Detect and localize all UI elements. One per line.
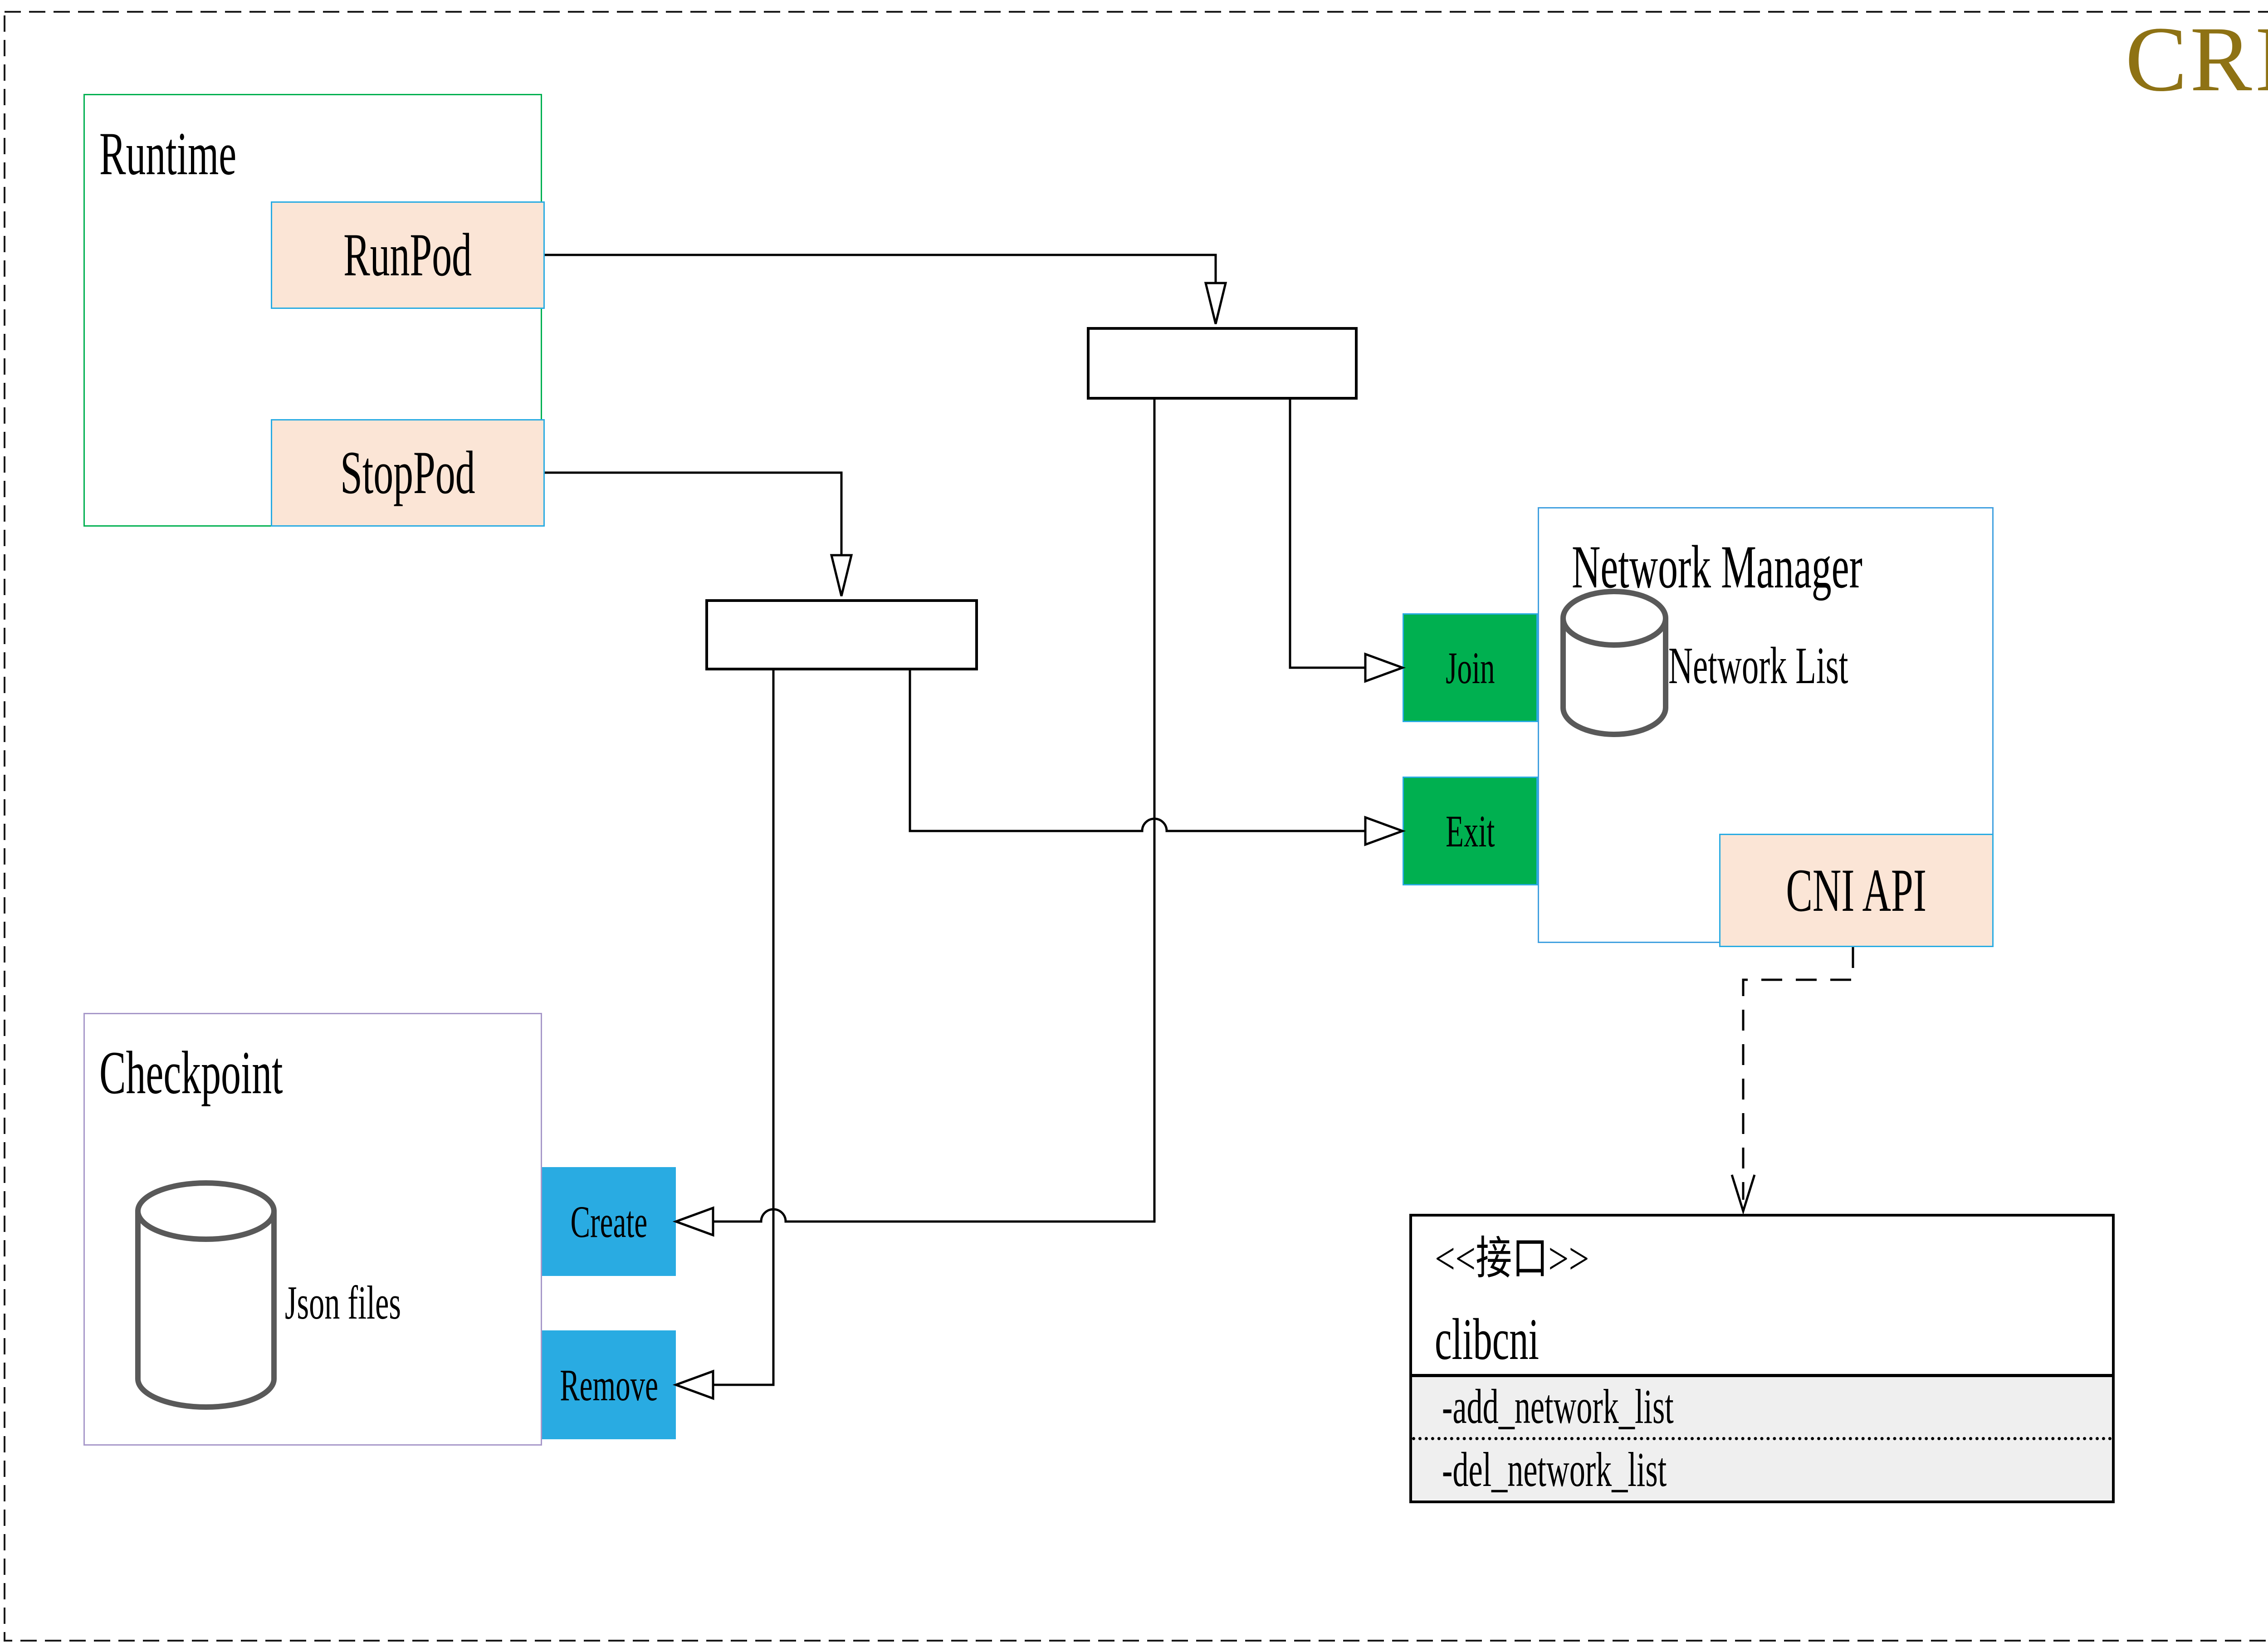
create-label: Create — [570, 1196, 648, 1247]
clibcni-title-section: <<接口>> clibcni — [1412, 1217, 2112, 1377]
interface-name: clibcni — [1435, 1307, 1539, 1372]
method-add-network-list: -add_network_list — [1442, 1380, 1674, 1434]
runtime-title: Runtime — [99, 120, 237, 188]
exit-node: Exit — [1403, 777, 1538, 885]
stop-pod-process-rect — [705, 599, 978, 670]
interface-stereotype: <<接口>> — [1435, 1233, 1589, 1284]
create-node: Create — [542, 1167, 676, 1276]
clibcni-methods-section: -add_network_list -del_network_list — [1412, 1377, 2112, 1500]
checkpoint-container-box: Checkpoint — [83, 1013, 542, 1446]
cni-api-label: CNI API — [1786, 856, 1927, 924]
remove-label: Remove — [560, 1359, 658, 1410]
run-pod-process-rect — [1087, 327, 1358, 400]
runpod-label: RunPod — [343, 221, 472, 289]
join-label: Join — [1445, 642, 1495, 693]
checkpoint-title: Checkpoint — [99, 1039, 283, 1107]
method-del-network-list: -del_network_list — [1412, 1437, 2112, 1500]
join-node: Join — [1403, 613, 1538, 722]
cni-api-node: CNI API — [1719, 834, 1994, 947]
exit-label: Exit — [1445, 806, 1495, 856]
remove-node: Remove — [542, 1330, 676, 1439]
network-manager-title: Network Manager — [1572, 533, 1862, 601]
stoppod-label: StopPod — [340, 439, 475, 507]
runpod-node: RunPod — [271, 201, 545, 309]
clibcni-interface-box: <<接口>> clibcni -add_network_list -del_ne… — [1409, 1214, 2115, 1503]
stoppod-node: StopPod — [271, 419, 545, 527]
